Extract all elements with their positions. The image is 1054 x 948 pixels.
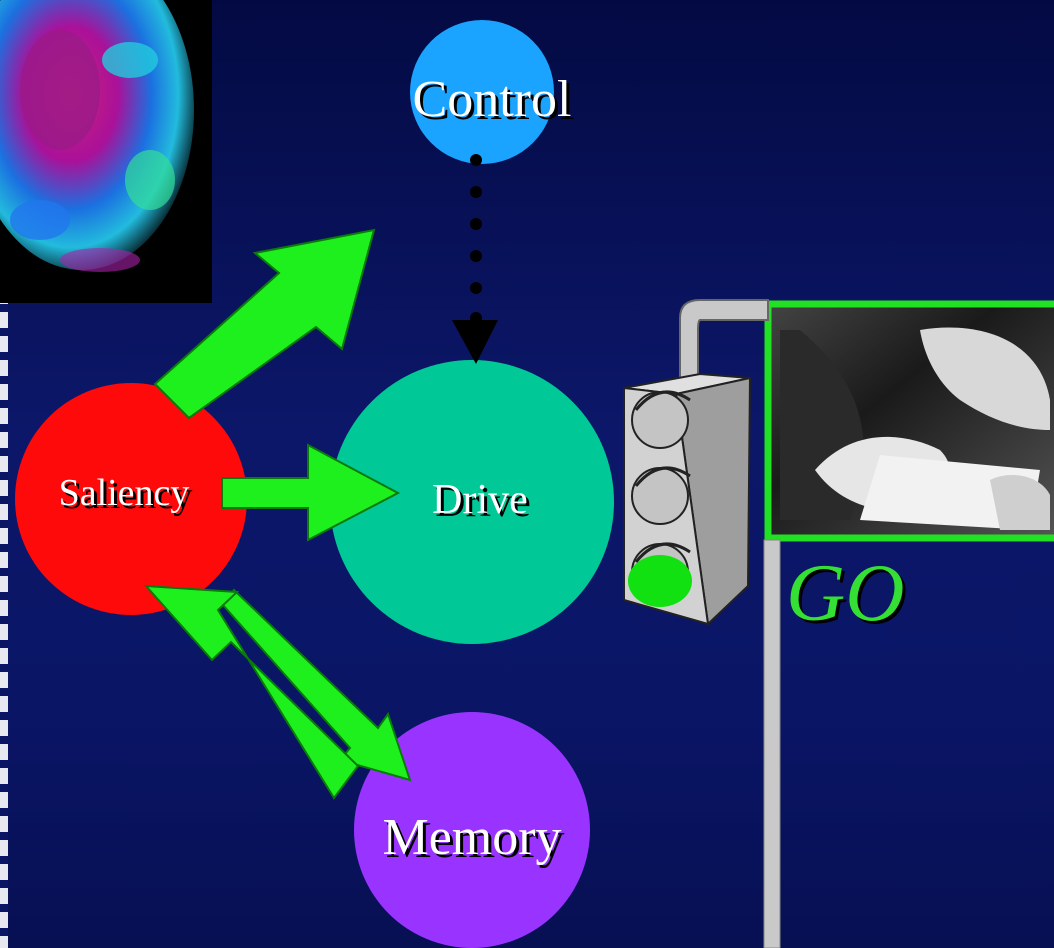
memory-label: Memory [382, 809, 562, 866]
traffic-light-pole [679, 299, 781, 948]
traffic-light-icon [623, 372, 752, 627]
person-photo-image [764, 300, 1054, 542]
arrow-saliency-to-drive [221, 443, 401, 542]
saliency-node [15, 383, 247, 615]
saliency-label: Saliency [58, 472, 190, 514]
memory-node [354, 712, 590, 948]
brain-scan-image [0, 0, 212, 303]
traffic-light-green-lamp [628, 555, 692, 607]
drive-node [330, 360, 614, 644]
drive-label: Drive [432, 477, 528, 523]
arrow-saliency-to-memory [220, 588, 412, 782]
control-to-drive-dotted-arrow [452, 154, 498, 364]
slide-left-border [0, 0, 8, 948]
control-label: Control [412, 71, 572, 128]
arrow-saliency-to-control [153, 228, 376, 420]
control-node [410, 20, 554, 164]
go-label: GO [786, 547, 905, 638]
arrow-memory-to-saliency [143, 584, 360, 800]
